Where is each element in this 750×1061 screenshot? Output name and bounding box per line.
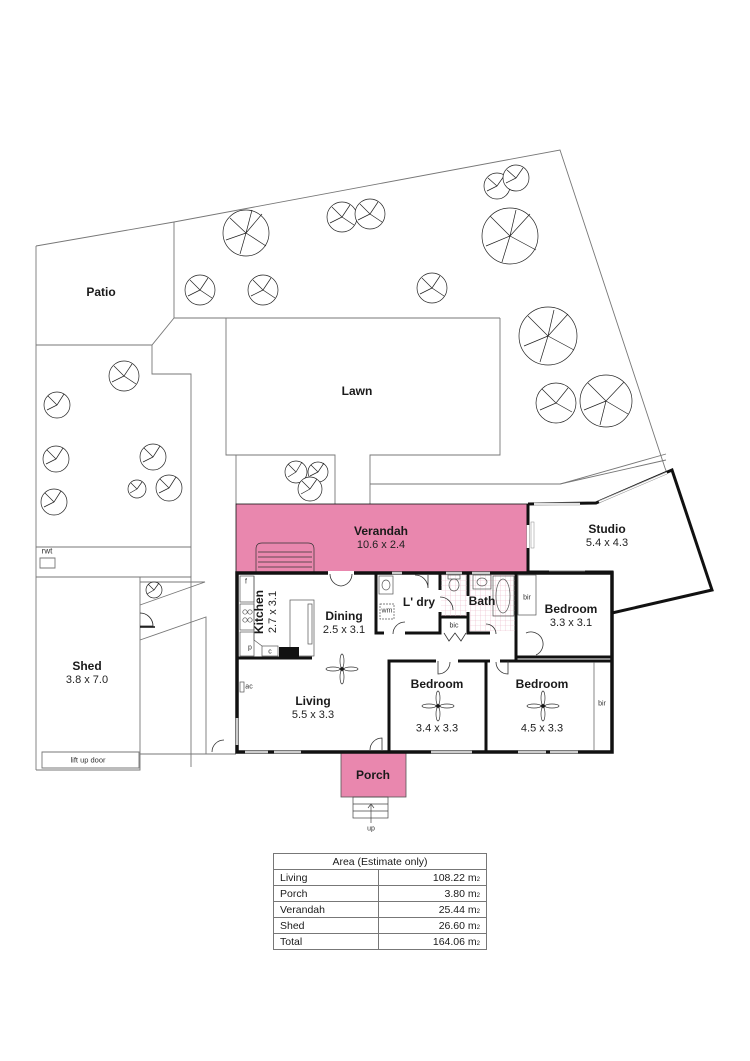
ceiling-fans [325,653,560,722]
room-porch: Porch [355,768,391,783]
room-laundry: L' dry [402,595,436,610]
bic-label: bic [449,622,459,630]
bir-label-1: bir [523,594,531,602]
rwt-label: rwt [41,546,53,556]
ac-label: ac [245,683,253,691]
room-bedroom-3-dims: 4.5 x 3.3 [520,722,564,735]
cupboard-label: c [268,648,272,656]
lift-up-door-label: lift up door [70,755,106,765]
site-boundary [35,149,713,771]
stairs-up-label: up [367,825,375,833]
lawn-label: Lawn [341,384,373,399]
wm-label: wm [381,607,393,615]
area-table-title: Area (Estimate only) [273,853,487,870]
room-bath: Bath [468,594,496,609]
pantry-label: p [248,644,252,652]
patio-label: Patio [86,285,116,300]
fridge-label: f [245,578,247,586]
bir-label-2: bir [598,700,606,708]
room-bedroom-2-dims: 3.4 x 3.3 [415,722,459,735]
trees [40,164,633,599]
room-bedroom-3: Bedroom [515,677,569,692]
room-bedroom-2: Bedroom [410,677,464,692]
verandah-area [235,503,529,574]
